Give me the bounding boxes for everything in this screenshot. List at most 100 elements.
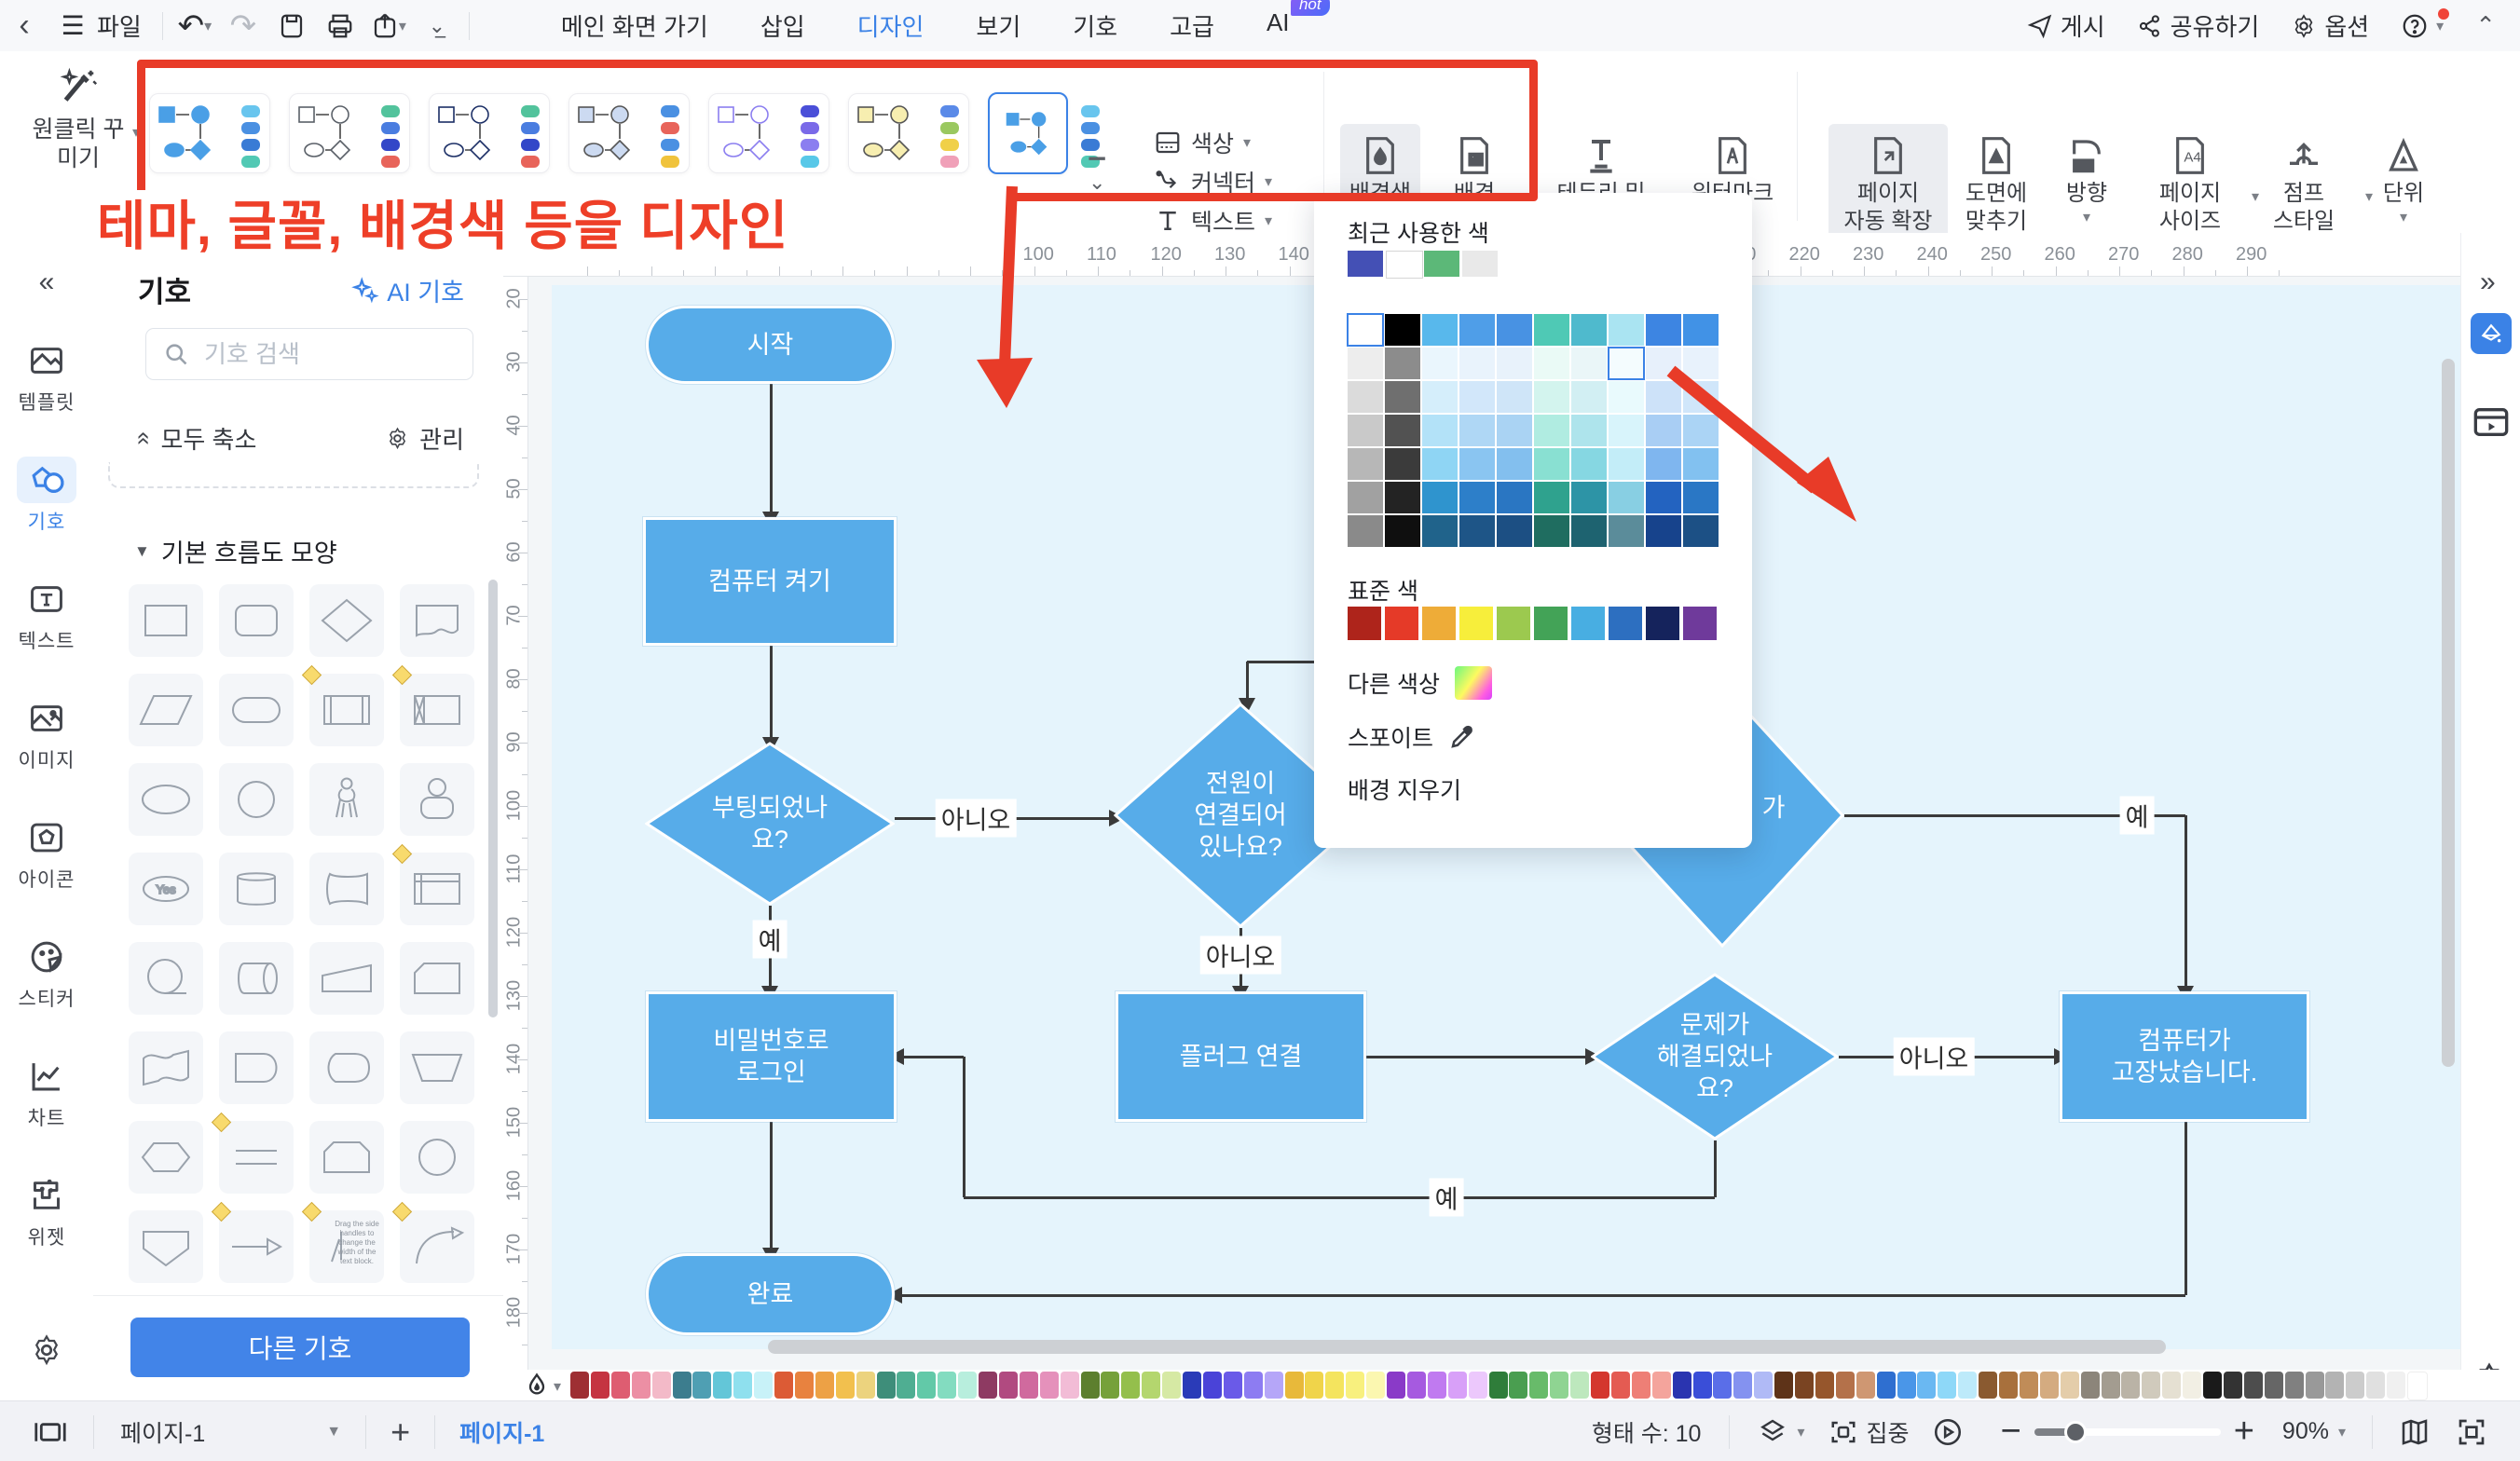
fill-format-tool-button[interactable]	[2471, 313, 2512, 354]
strip-color-chip[interactable]	[1427, 1372, 1446, 1399]
more-tools-icon[interactable]: ⌄̲	[428, 13, 446, 37]
theme-color-swatch[interactable]	[1459, 515, 1495, 547]
theme-color-swatch[interactable]	[1608, 347, 1645, 380]
vertical-scrollbar[interactable]	[2442, 359, 2455, 1067]
strip-color-chip[interactable]	[2142, 1372, 2161, 1399]
edge-label[interactable]: 아니오	[935, 799, 1017, 838]
strip-color-chip[interactable]	[856, 1372, 875, 1399]
theme-card-outline-gray[interactable]	[289, 93, 410, 173]
recent-color-swatch[interactable]	[1424, 251, 1459, 277]
zoom-slider-knob[interactable]	[2063, 1420, 2087, 1443]
one-click-style-button[interactable]: 원클릭 꾸미기 ▾	[22, 64, 140, 173]
strip-color-chip[interactable]	[1101, 1372, 1120, 1399]
zoom-level[interactable]: 90%▾	[2281, 1418, 2346, 1444]
ribbon-button-단위[interactable]: 단위▾	[2367, 124, 2440, 232]
strip-color-chip[interactable]	[1529, 1372, 1549, 1399]
shape-diamond[interactable]	[309, 584, 384, 657]
pan-map-icon[interactable]	[2399, 1417, 2431, 1447]
theme-color-swatch[interactable]	[1609, 448, 1644, 480]
theme-card-outline-navy[interactable]	[429, 93, 550, 173]
strip-color-chip[interactable]	[1570, 1372, 1590, 1399]
strip-color-chip[interactable]	[1447, 1372, 1467, 1399]
menu-item-3[interactable]: 디자인	[856, 13, 924, 41]
strip-color-chip[interactable]	[1142, 1372, 1161, 1399]
theme-color-swatch[interactable]	[1609, 381, 1644, 413]
theme-color-swatch[interactable]	[1646, 515, 1681, 547]
back-icon[interactable]: ‹	[19, 7, 30, 43]
theme-color-swatch[interactable]	[1348, 515, 1383, 547]
theme-color-swatch[interactable]	[1497, 348, 1532, 379]
shape-ellipse[interactable]	[129, 763, 203, 836]
strip-color-chip[interactable]	[1610, 1372, 1630, 1399]
strip-color-chip[interactable]	[2243, 1372, 2263, 1399]
strip-color-chip[interactable]	[590, 1372, 609, 1399]
strip-color-chip[interactable]	[1039, 1372, 1059, 1399]
strip-color-chip[interactable]	[938, 1372, 957, 1399]
menu-item-5[interactable]: 기호	[1073, 13, 1118, 41]
strip-color-chip[interactable]	[998, 1372, 1018, 1399]
collapse-all-button[interactable]: « 모두 축소	[130, 426, 257, 454]
shape-hex[interactable]	[129, 1121, 203, 1194]
strip-color-chip[interactable]	[1835, 1372, 1855, 1399]
theme-color-swatch[interactable]	[1385, 482, 1420, 513]
theme-color-swatch[interactable]	[1646, 415, 1681, 446]
strip-color-chip[interactable]	[876, 1372, 896, 1399]
theme-color-swatch[interactable]	[1646, 348, 1681, 379]
strip-color-chip[interactable]	[2203, 1372, 2222, 1399]
strip-color-chip[interactable]	[1958, 1372, 1978, 1399]
sidebar-item-iconpent[interactable]: 아이콘	[0, 814, 93, 893]
theme-color-swatch[interactable]	[1422, 448, 1458, 480]
redo-icon[interactable]: ↷	[229, 7, 257, 44]
undo-icon[interactable]: ↶▾	[177, 7, 212, 44]
style-menu-3[interactable]: 텍스트▾	[1154, 204, 1272, 238]
zoom-slider[interactable]	[2034, 1420, 2221, 1443]
theme-color-swatch[interactable]	[1497, 314, 1532, 346]
ribbon-button-방향[interactable]: 방향▾	[2050, 124, 2123, 232]
strip-color-chip[interactable]	[1346, 1372, 1365, 1399]
strip-color-chip[interactable]	[610, 1372, 630, 1399]
presentation-mode-icon[interactable]	[34, 1419, 67, 1445]
theme-color-swatch[interactable]	[1683, 515, 1719, 547]
standard-color-swatch[interactable]	[1422, 607, 1456, 640]
strip-color-chip[interactable]	[1795, 1372, 1814, 1399]
theme-color-swatch[interactable]	[1348, 415, 1383, 446]
shape-curve[interactable]	[391, 1201, 474, 1283]
theme-color-swatch[interactable]	[1646, 448, 1681, 480]
strip-color-chip[interactable]	[1856, 1372, 1875, 1399]
strip-color-chip[interactable]	[2325, 1372, 2345, 1399]
style-menu-2[interactable]: 커넥터▾	[1154, 165, 1272, 198]
strip-color-chip[interactable]	[1183, 1372, 1201, 1399]
theme-color-swatch[interactable]	[1422, 381, 1458, 413]
strip-color-chip[interactable]	[1917, 1372, 1937, 1399]
shape-db[interactable]	[219, 853, 294, 925]
strip-color-chip[interactable]	[1468, 1372, 1487, 1399]
theme-color-swatch[interactable]	[1348, 348, 1383, 379]
edge-label[interactable]: 아니오	[1893, 1037, 1975, 1076]
strip-color-chip[interactable]	[1325, 1372, 1345, 1399]
shape-predef[interactable]	[301, 664, 384, 746]
strip-color-chip[interactable]	[1202, 1372, 1222, 1399]
theme-color-swatch[interactable]	[1385, 348, 1420, 379]
add-page-button[interactable]: +	[390, 1412, 411, 1451]
theme-color-swatch[interactable]	[1571, 415, 1607, 446]
shape-circle[interactable]	[219, 763, 294, 836]
shape-trap[interactable]	[309, 942, 384, 1015]
ai-symbol-button[interactable]: AI 기호	[351, 272, 464, 308]
theme-color-swatch[interactable]	[1534, 515, 1569, 547]
panel-scrollbar[interactable]	[488, 580, 498, 1017]
strip-color-chip[interactable]	[1979, 1372, 1998, 1399]
strip-color-chip[interactable]	[1080, 1372, 1100, 1399]
shape-yes[interactable]: Yes	[129, 853, 203, 925]
clear-background-item[interactable]: 배경 지우기	[1348, 778, 1461, 804]
fill-color-caret[interactable]: ▾	[554, 1379, 562, 1395]
theme-color-swatch[interactable]	[1609, 482, 1644, 513]
strip-color-chip[interactable]	[1672, 1372, 1691, 1399]
shape-card[interactable]	[309, 1121, 384, 1194]
theme-color-swatch[interactable]	[1683, 482, 1719, 513]
eyedropper-item[interactable]: 스포이트	[1348, 720, 1476, 754]
strip-color-chip[interactable]	[1754, 1372, 1774, 1399]
